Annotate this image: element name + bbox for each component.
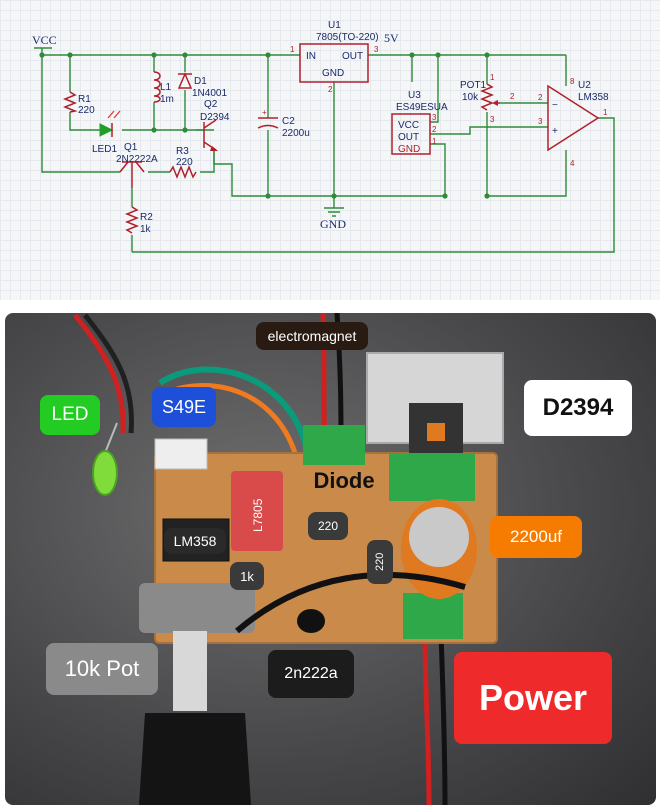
svg-text:2: 2 [510,92,515,101]
svg-text:ES49ESUA: ES49ESUA [396,102,448,113]
u3-hall-sensor: VCC OUT GND U3 ES49ESUA 3 2 1 [391,90,448,155]
pot1-potentiometer: POT1 10k 1 2 3 [460,73,515,124]
svg-text:LED1: LED1 [92,144,117,155]
c2-capacitor: + C2 2200u [257,108,310,139]
diode-label: Diode [313,468,375,493]
svg-text:4: 4 [570,159,575,168]
svg-text:D2394: D2394 [200,112,230,123]
svg-text:1: 1 [490,73,495,82]
svg-text:1k: 1k [140,224,152,235]
svg-text:3: 3 [490,115,495,124]
svg-text:3: 3 [374,45,379,54]
s49e-label: S49E [152,387,216,427]
svg-text:1: 1 [432,137,437,146]
svg-text:10k: 10k [462,92,479,103]
svg-text:+: + [552,126,558,137]
resistor-220-label-a: 220 [308,512,348,540]
d2394-label: D2394 [524,380,632,436]
svg-text:R2: R2 [140,212,153,223]
svg-text:U2: U2 [578,80,591,91]
svg-text:OUT: OUT [398,132,419,143]
circuit-schematic: VCC R1 220 LED1 L1 1m D1 1N4001 [32,20,615,253]
svg-text:−: − [552,100,558,111]
svg-text:VCC: VCC [398,120,419,131]
svg-text:1: 1 [290,45,295,54]
svg-text:GND: GND [398,144,420,155]
gnd-symbol: GND [320,207,346,231]
q1-transistor: Q1 2N2222A [116,142,158,188]
vcc-label: VCC [32,33,57,47]
svg-text:1: 1 [603,108,608,117]
svg-text:220: 220 [78,105,95,116]
svg-text:Q2: Q2 [204,99,218,110]
l7805-label: L7805 [251,498,265,532]
led-label: LED [40,395,100,435]
q2-transistor: Q2 D2394 [200,99,230,151]
svg-text:+: + [262,108,267,117]
svg-text:2: 2 [328,85,333,94]
svg-text:R3: R3 [176,146,189,157]
photo-panel [5,313,656,805]
resistor-220-label-b: 220 [367,540,393,584]
transistor-2n222a-label: 2n222a [268,650,354,698]
svg-text:3: 3 [432,113,437,122]
d1-diode: D1 1N4001 [177,72,227,99]
svg-text:D1: D1 [194,76,207,87]
svg-text:U1: U1 [328,20,341,31]
l1-inductor: L1 1m [153,71,174,105]
u2-opamp: − + U2 LM358 2 3 1 4 8 [538,77,609,168]
r1-resistor: R1 220 [62,91,95,116]
u1-regulator: IN OUT GND U1 7805(TO-220) 1 2 3 5V [290,20,399,94]
svg-text:2: 2 [432,125,437,134]
r3-resistor: R3 220 [169,146,197,180]
svg-text:C2: C2 [282,116,295,127]
svg-text:1m: 1m [160,94,174,105]
svg-text:7805(TO-220): 7805(TO-220) [316,32,379,43]
wires [41,54,615,253]
capacitor-2200uf-label: 2200uf [490,516,582,558]
svg-text:OUT: OUT [342,51,363,62]
resistor-1k-label: 1k [230,562,264,590]
svg-text:GND: GND [322,68,344,79]
led1-diode: LED1 [92,110,121,155]
svg-text:3: 3 [538,117,543,126]
svg-text:1N4001: 1N4001 [192,88,227,99]
svg-text:2N2222A: 2N2222A [116,154,158,165]
power-label: Power [454,652,612,744]
r2-resistor: R2 1k [124,206,153,235]
five-volt-label: 5V [384,31,399,45]
schematic-panel: VCC R1 220 LED1 L1 1m D1 1N4001 [0,0,660,300]
svg-text:R1: R1 [78,94,91,105]
svg-text:U3: U3 [408,90,421,101]
svg-text:Q1: Q1 [124,142,138,153]
svg-text:8: 8 [570,77,575,86]
circuit-photo-illustration [73,313,504,805]
svg-text:IN: IN [306,51,316,62]
svg-text:L1: L1 [160,82,172,93]
svg-text:2200u: 2200u [282,128,310,139]
pot-10k-label: 10k Pot [46,643,158,695]
svg-text:220: 220 [176,157,193,168]
electromagnet-label: electromagnet [256,322,368,350]
svg-text:POT1: POT1 [460,80,487,91]
svg-text:GND: GND [320,217,346,231]
lm358-label: LM358 [164,528,226,554]
svg-text:2: 2 [538,93,543,102]
svg-text:LM358: LM358 [578,92,609,103]
